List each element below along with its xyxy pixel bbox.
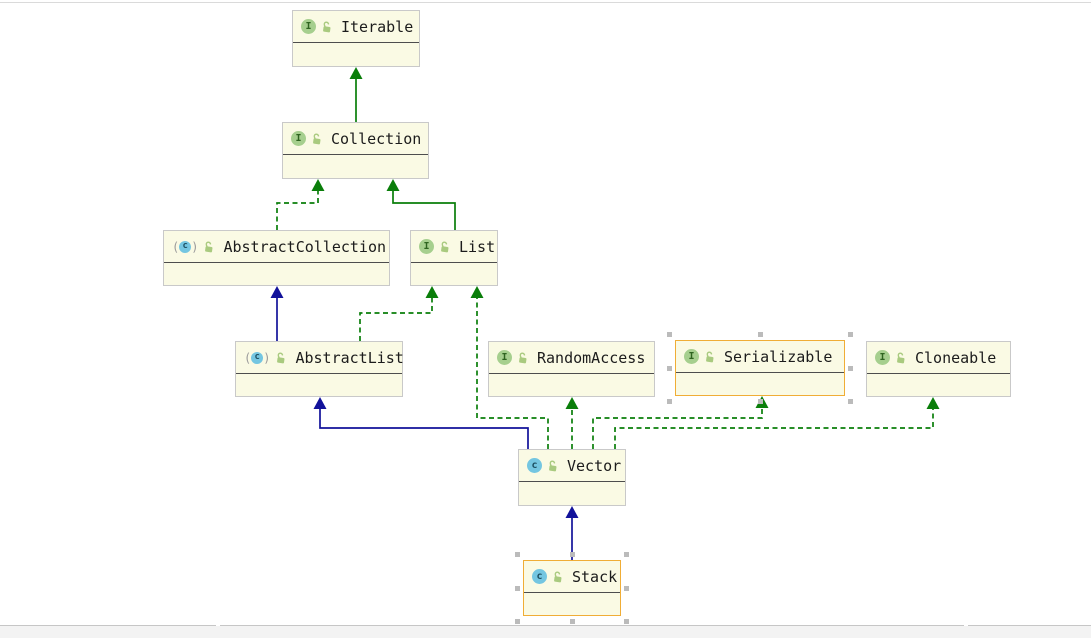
class-icon: c — [527, 458, 542, 473]
node-members-section — [489, 373, 654, 396]
edge-abstractlist-abstractcollection[interactable] — [270, 286, 284, 341]
uml-node-serializable[interactable]: I Serializable — [675, 340, 845, 396]
lock-icon — [703, 350, 717, 364]
selection-handle[interactable] — [848, 332, 853, 337]
node-members-section — [164, 262, 389, 285]
node-header: I Cloneable — [867, 342, 1010, 373]
status-strip — [0, 626, 1091, 638]
node-members-section — [236, 373, 402, 396]
uml-node-abstractlist[interactable]: (c) AbstractList — [235, 341, 404, 397]
abstract-class-icon: (c) — [244, 350, 271, 365]
selection-handle[interactable] — [758, 399, 763, 404]
abstract-class-icon: (c) — [172, 239, 199, 254]
edge-vector-randomaccess[interactable] — [565, 397, 579, 449]
uml-node-vector[interactable]: c Vector — [518, 449, 626, 506]
node-members-section — [676, 372, 844, 395]
arrowhead-implements — [311, 179, 325, 191]
edge-vector-serializable[interactable] — [592, 396, 769, 449]
node-label: Stack — [572, 567, 618, 586]
node-members-section — [293, 42, 419, 66]
node-members-section — [283, 154, 428, 178]
selection-handle[interactable] — [515, 619, 520, 624]
lock-icon — [275, 351, 289, 365]
arrowhead-implements — [425, 286, 439, 298]
uml-node-abstractcollection[interactable]: (c) AbstractCollection — [163, 230, 390, 286]
node-label: Cloneable — [915, 348, 997, 367]
selection-handle[interactable] — [848, 366, 853, 371]
uml-node-iterable[interactable]: I Iterable — [292, 10, 420, 67]
node-header: (c) AbstractList — [236, 342, 404, 373]
selection-handle[interactable] — [624, 552, 629, 557]
top-border-line — [0, 2, 1091, 3]
node-members-section — [519, 481, 625, 505]
lock-icon — [551, 570, 565, 584]
uml-node-stack[interactable]: c Stack — [523, 560, 621, 616]
edge-vector-abstractlist[interactable] — [313, 397, 529, 449]
node-header: I Iterable — [293, 11, 419, 42]
selection-handle[interactable] — [515, 586, 520, 591]
lock-icon — [203, 240, 217, 254]
node-label: Collection — [331, 129, 422, 148]
edge-list-collection[interactable] — [386, 179, 456, 230]
bottom-divider-segment — [0, 625, 216, 626]
interface-icon: I — [301, 19, 316, 34]
lock-icon — [894, 351, 908, 365]
node-label: Serializable — [724, 347, 833, 366]
uml-node-cloneable[interactable]: I Cloneable — [866, 341, 1011, 397]
selection-handle[interactable] — [515, 552, 520, 557]
lock-icon — [438, 240, 452, 254]
uml-node-collection[interactable]: I Collection — [282, 122, 429, 179]
bottom-divider-segment — [220, 625, 964, 626]
interface-icon: I — [684, 349, 699, 364]
edge-abstractlist-list[interactable] — [359, 286, 439, 341]
selection-handle[interactable] — [667, 399, 672, 404]
uml-node-randomaccess[interactable]: I RandomAccess — [488, 341, 655, 397]
selection-handle[interactable] — [758, 332, 763, 337]
node-header: I Collection — [283, 123, 428, 154]
edge-abstractcollection-collection[interactable] — [276, 179, 325, 230]
lock-icon — [320, 20, 334, 34]
bottom-divider-segment — [968, 625, 1091, 626]
interface-icon: I — [497, 350, 512, 365]
selection-handle[interactable] — [570, 552, 575, 557]
selection-handle[interactable] — [570, 619, 575, 624]
node-header: I Serializable — [676, 341, 844, 372]
node-label: List — [459, 237, 496, 256]
edge-vector-cloneable[interactable] — [614, 397, 940, 449]
selection-handle[interactable] — [624, 619, 629, 624]
lock-icon — [516, 351, 530, 365]
node-label: RandomAccess — [537, 348, 646, 367]
selection-handle[interactable] — [848, 399, 853, 404]
interface-icon: I — [291, 131, 306, 146]
uml-node-list[interactable]: I List — [410, 230, 498, 286]
lock-icon — [310, 132, 324, 146]
node-label: Vector — [567, 456, 622, 475]
arrowhead-implements — [565, 397, 579, 409]
node-header: (c) AbstractCollection — [164, 231, 389, 262]
node-members-section — [524, 592, 620, 615]
node-members-section — [411, 262, 497, 285]
selection-handle[interactable] — [624, 586, 629, 591]
node-header: I RandomAccess — [489, 342, 654, 373]
node-label: AbstractCollection — [223, 237, 387, 256]
node-label: Iterable — [341, 17, 414, 36]
interface-icon: I — [875, 350, 890, 365]
interface-icon: I — [419, 239, 434, 254]
node-header: I List — [411, 231, 497, 262]
selection-handle[interactable] — [667, 332, 672, 337]
node-members-section — [867, 373, 1010, 396]
class-icon: c — [532, 569, 547, 584]
node-header: c Stack — [524, 561, 620, 592]
node-label: AbstractList — [295, 348, 404, 367]
lock-icon — [546, 459, 560, 473]
node-header: c Vector — [519, 450, 625, 481]
selection-handle[interactable] — [667, 366, 672, 371]
edge-collection-iterable[interactable] — [349, 67, 363, 122]
